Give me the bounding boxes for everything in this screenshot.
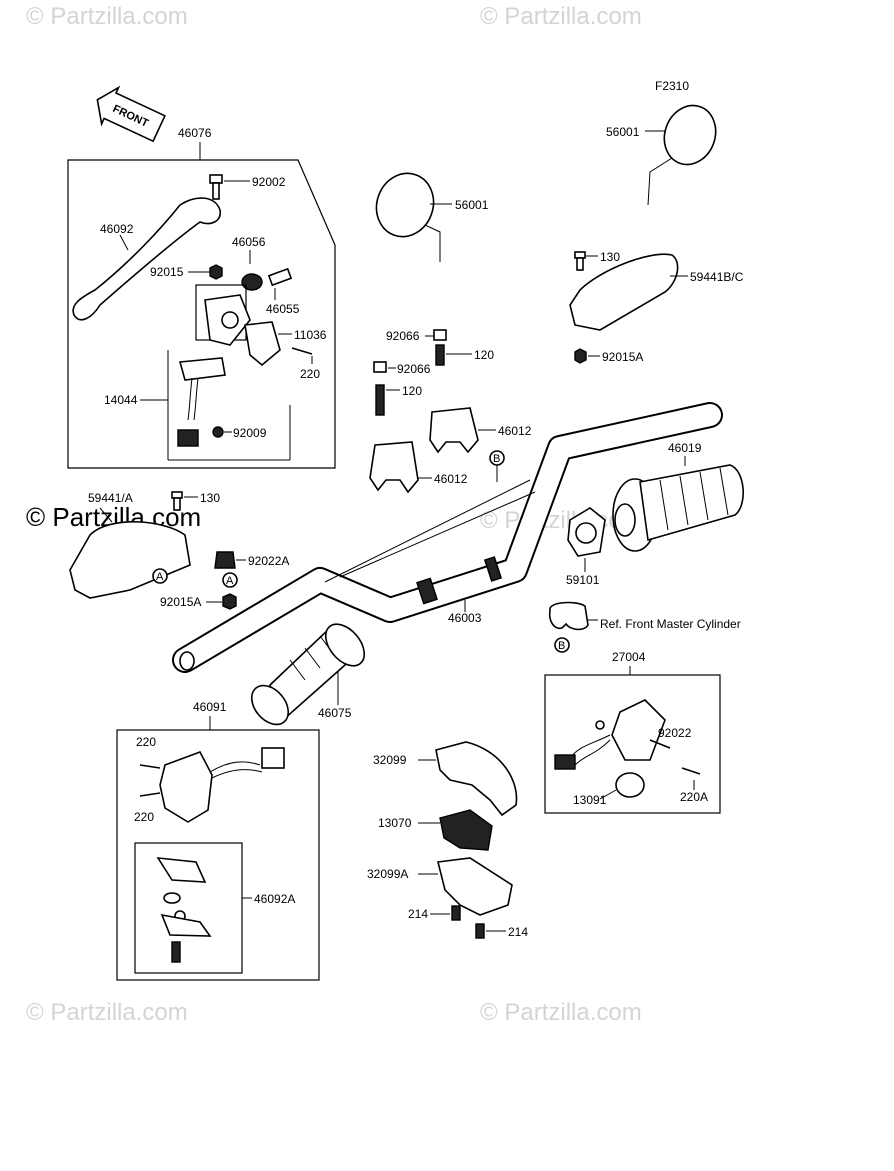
label-92015a-top: 92015A (602, 350, 643, 364)
label-214-b: 214 (508, 925, 528, 939)
bolt-130-top (574, 251, 586, 271)
label-92015: 92015 (150, 265, 184, 279)
housing-32099 (435, 741, 518, 817)
label-46012-a: 46012 (498, 424, 532, 438)
housing-32099a (437, 857, 513, 916)
clutch-lever-box (67, 159, 336, 469)
switch-housing-13091 (615, 772, 645, 798)
bolt-120-b (375, 384, 385, 416)
starter-switch-27004 (554, 699, 666, 770)
label-56001-mid: 56001 (455, 198, 489, 212)
label-32099: 32099 (373, 753, 407, 767)
label-13091: 13091 (573, 793, 607, 807)
throttle-grip-46019 (612, 464, 745, 552)
adjuster-bolt-46055 (267, 267, 293, 287)
label-46019: 46019 (668, 441, 702, 455)
cover-59441bc (569, 253, 679, 331)
watermarks: © Partzilla.com © Partzilla.com © Partzi… (26, 3, 642, 1026)
nut-92015a-left (222, 593, 237, 610)
label-27004: 27004 (612, 650, 646, 664)
label-130-left: 130 (200, 491, 220, 505)
label-46076: 46076 (178, 126, 212, 140)
ref-marker-b-bottom-text: B (558, 640, 565, 652)
switch-13070 (439, 809, 493, 851)
screw-92022 (649, 739, 671, 749)
left-switch-46091 (159, 747, 285, 823)
label-32099a: 32099A (367, 867, 408, 881)
ref-marker-a-right-text: A (226, 575, 234, 587)
switch-box-46091 (116, 729, 320, 981)
label-46092: 46092 (100, 222, 134, 236)
ref-marker-b-bottom (554, 637, 570, 653)
label-130-top: 130 (600, 250, 620, 264)
master-cylinder-clamp (548, 601, 589, 631)
watermark-bottom-right: © Partzilla.com (480, 999, 642, 1026)
label-92002: 92002 (252, 175, 286, 189)
cover-59441a (69, 521, 191, 599)
clutch-switch-14044 (178, 357, 226, 381)
screw-214-b (475, 923, 485, 939)
ref-marker-a-left-text: A (156, 571, 164, 583)
label-220a-right: 220A (680, 790, 708, 804)
clamp-46012-b (369, 441, 419, 494)
watermark-bottom-left: © Partzilla.com (26, 999, 188, 1026)
label-46092a: 46092A (254, 892, 295, 906)
handlebar-46003 (172, 402, 723, 673)
watermark-top-right: © Partzilla.com (480, 3, 642, 30)
label-220-2: 220 (134, 810, 154, 824)
bolt-130-left (171, 491, 183, 511)
label-11036: 11036 (294, 328, 327, 342)
clamp-46012-a (429, 407, 479, 454)
front-arrow-icon: FRONT (96, 85, 166, 143)
label-13070: 13070 (378, 816, 412, 830)
bolt-120-a (435, 344, 445, 366)
clutch-lever-46092 (72, 197, 221, 321)
label-14044: 14044 (104, 393, 138, 407)
screw-92009 (212, 426, 224, 438)
label-220-1: 220 (136, 735, 156, 749)
nut-92015a-top (574, 348, 587, 364)
screw-214-a (451, 905, 461, 921)
dimmer-box-46092a (134, 842, 243, 974)
label-46056: 46056 (232, 235, 266, 249)
label-92066-a: 92066 (386, 329, 420, 343)
ref-marker-b-top-text: B (493, 453, 500, 465)
label-46075: 46075 (318, 706, 352, 720)
label-46012-b: 46012 (434, 472, 468, 486)
adjuster-46056 (241, 273, 263, 291)
label-120-a: 120 (474, 348, 494, 362)
switch-box-27004 (544, 674, 721, 814)
label-220-clutch: 220 (300, 367, 320, 381)
mirror-56001-mid (375, 172, 441, 262)
label-59441bc: 59441B/C (690, 270, 744, 284)
watermark-top-left: © Partzilla.com (26, 3, 188, 30)
lever-holder-11036 (195, 284, 281, 367)
nut-92015 (209, 264, 223, 280)
label-ref-front-master-cylinder: Ref. Front Master Cylinder (600, 617, 741, 631)
label-92015a-left: 92015A (160, 595, 201, 609)
label-92022: 92022 (658, 726, 692, 740)
label-46055: 46055 (266, 302, 300, 316)
label-92022a: 92022A (248, 554, 289, 568)
label-214-a: 214 (408, 907, 428, 921)
left-grip-46075 (250, 623, 366, 726)
bolt-92002 (209, 174, 223, 200)
mirror-56001-top (647, 104, 717, 206)
dimmer-parts-46092a (156, 857, 212, 963)
label-59441a: 59441/A (88, 491, 133, 505)
clip-92022a (214, 551, 236, 569)
figure-code: F2310 (655, 79, 689, 93)
ref-marker-a-right (222, 572, 238, 588)
label-46091: 46091 (193, 700, 227, 714)
label-46003: 46003 (448, 611, 482, 625)
label-59101: 59101 (566, 573, 600, 587)
label-92066-b: 92066 (397, 362, 431, 376)
switch-connector (177, 429, 199, 447)
ref-marker-a-left (152, 568, 168, 584)
label-92009: 92009 (233, 426, 267, 440)
label-120-b: 120 (402, 384, 422, 398)
label-56001-top: 56001 (606, 125, 640, 139)
